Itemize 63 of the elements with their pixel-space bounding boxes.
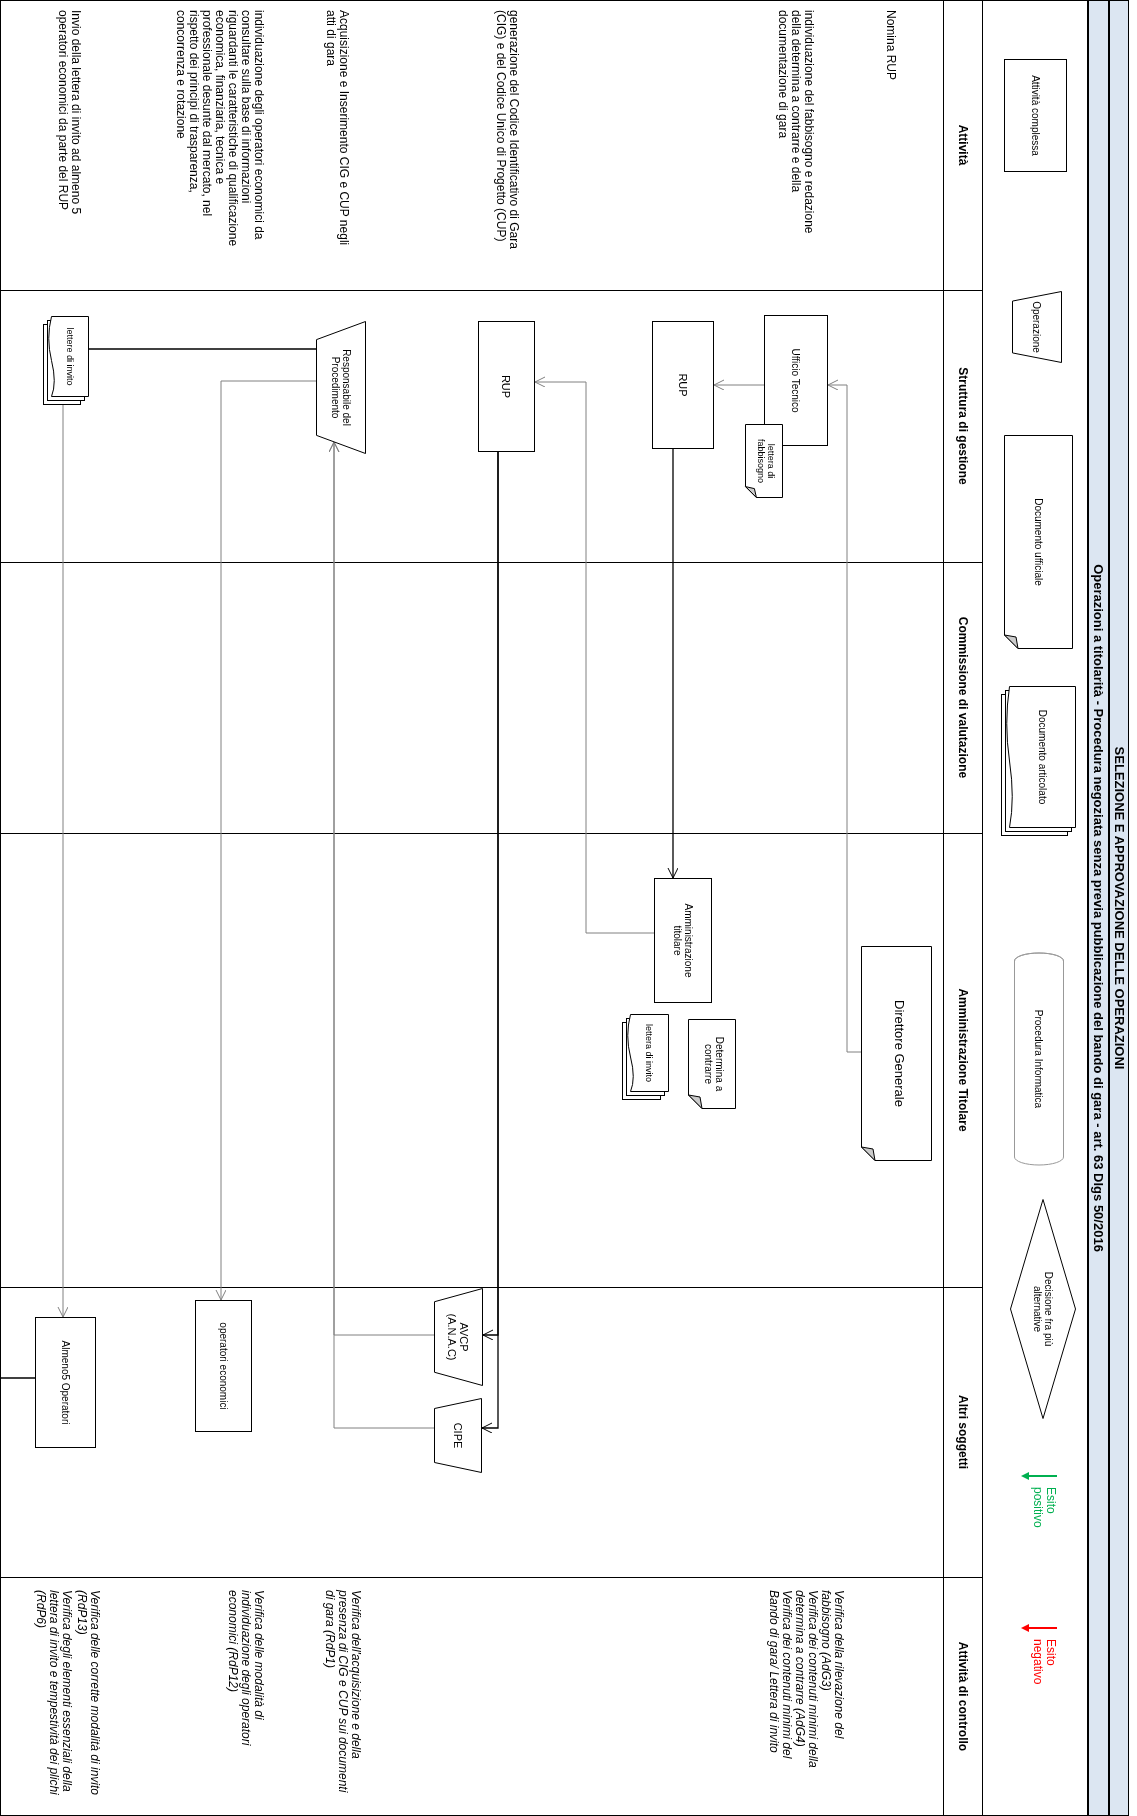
arrow	[57, 404, 69, 1318]
lane-header: Attività	[956, 124, 970, 166]
document-shape	[861, 946, 932, 1161]
document-shape	[745, 424, 783, 498]
node-label: lettera di fabbisogno	[756, 437, 777, 485]
title: SELEZIONE E APPROVAZIONE DELLE OPERAZIONI	[1109, 0, 1129, 1816]
process-box	[654, 878, 712, 1003]
process-box	[195, 1300, 252, 1432]
arrow	[534, 376, 655, 934]
lane-header: Amministrazione Titolare	[956, 988, 970, 1132]
legend-label: Decisione fra più alternative	[1032, 1270, 1054, 1349]
multi-document-shape	[622, 1014, 669, 1100]
process-box	[35, 1317, 96, 1448]
legend-label: Documento articolato	[1037, 709, 1048, 805]
legend-label: Attività complessa	[1030, 75, 1041, 156]
node-label: operatori economici	[218, 1322, 229, 1410]
process-box	[764, 315, 828, 446]
arrow	[713, 379, 765, 391]
node-label: Almeno5 Operatori	[60, 1340, 71, 1425]
node-label: lettere di invito	[65, 327, 75, 386]
activity-text: Acquisizione e Inserimento CIG e CUP negli atti di gara	[324, 10, 350, 248]
operation-trapezoid	[434, 1398, 482, 1473]
subtitle: Operazioni a titolarità - Procedura negoziata senza previa pubblicazione del bando di gara - art. 63 Dlgs 50/2016	[1088, 0, 1109, 1816]
control-note: Verifica della rilevazione del fabbisogno (AdG3)	[819, 1590, 845, 1741]
node-label: AVCP (A.N.A.C)	[446, 1312, 471, 1363]
legend-label: Operazione	[1031, 301, 1043, 353]
activity-text: Invio della lettera di invito ad almeno 5 operatori economici da parte del RUP	[56, 10, 82, 217]
node-label: CIPE	[452, 1422, 464, 1449]
node-label: Responsabile del Procedimento	[330, 348, 352, 428]
control-note: Verifica degli elementi essenziali della lettera di invito e tempestività dei plichi (RdP6)	[34, 1590, 73, 1795]
operation-trapezoid	[434, 1288, 483, 1386]
document-shape	[688, 1019, 736, 1109]
legend-label: Documento ufficiale	[1033, 498, 1044, 586]
node-label: Determina a contrarre	[703, 1035, 726, 1094]
legend-label: Procedura Informatica	[1033, 1009, 1045, 1109]
control-note: Verifica delle modalità di individuazione degli operatori economici (RdP12)	[226, 1590, 265, 1748]
connector-line	[88, 348, 317, 350]
node-label: lettera di invito	[644, 1024, 655, 1082]
arrow	[827, 379, 862, 1053]
multi-document-shape	[43, 316, 89, 405]
arrow	[667, 448, 679, 879]
control-note: Verifica dell'acquisizione e della presenza di CIG e CUP sui documenti di gara (RdP1)	[323, 1590, 362, 1795]
activity-text: Nomina RUP	[884, 10, 897, 83]
operation-trapezoid	[316, 321, 366, 454]
node-label: Ufficio Tecnico	[790, 348, 802, 413]
process-box	[478, 321, 535, 452]
lane-header: Altri soggetti	[956, 1395, 970, 1469]
lane-header: Commissione di valutazione	[956, 616, 970, 779]
lane-header: Struttura di gestione	[956, 367, 970, 485]
lane-header: Attività di controllo	[956, 1641, 970, 1752]
node-label: Amministrazione titolare	[672, 902, 694, 980]
node-label: RUP	[500, 374, 513, 399]
node-label: RUP	[677, 373, 689, 397]
connector-line	[0, 1377, 36, 1379]
legend-label: Esito negativo	[1031, 1639, 1057, 1687]
control-note: Verifica dei contenuti minimi della determina a contrarre (AdG4)	[793, 1590, 819, 1770]
legend-label: Esito positivo	[1031, 1487, 1057, 1530]
activity-text: generazione del Codice Identificativo di Gara (CIG) e del Codice Unico di Progetto (CUP)	[494, 10, 520, 250]
activity-text: individuazione del fabbisogno e redazione della determina a contrarre e della documentazione di gara	[776, 10, 815, 236]
node-label: Direttore Generale	[892, 1000, 906, 1107]
process-box	[652, 321, 714, 449]
arrow	[215, 380, 317, 1301]
control-note: Verifica delle corrette modalità di invito (RdP13)	[75, 1590, 101, 1795]
